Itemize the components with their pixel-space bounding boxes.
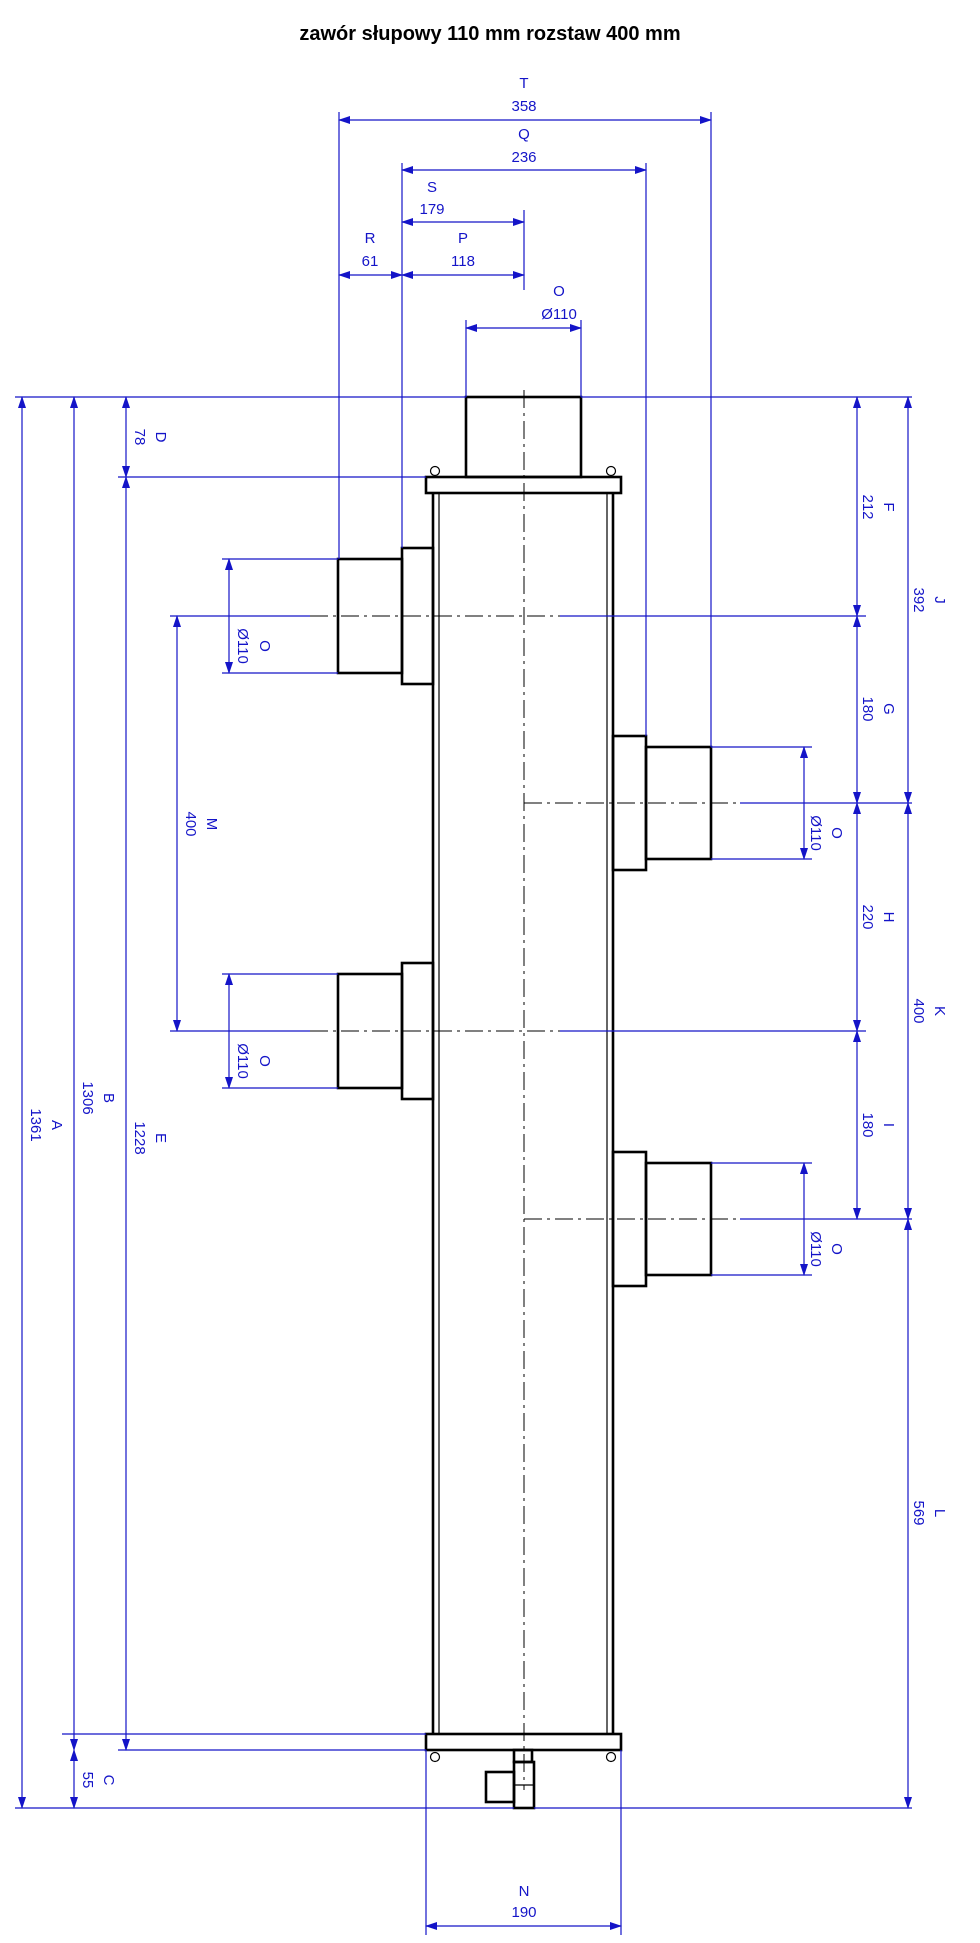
dimension-lines — [15, 112, 912, 1935]
dim-O-right2-letter: O — [828, 1243, 845, 1255]
dim-K-value: 400 — [910, 998, 927, 1023]
dim-O-top-letter: O — [553, 283, 565, 300]
dim-L-value: 569 — [910, 1500, 927, 1525]
dim-C-letter: C — [100, 1775, 117, 1786]
dim-O-left2-value: Ø110 — [234, 1043, 251, 1079]
dim-O-left2-letter: O — [256, 1055, 273, 1067]
dim-T-letter: T — [519, 75, 528, 92]
dim-L-letter: L — [931, 1509, 948, 1517]
dim-O-top-value: Ø110 — [541, 306, 577, 323]
dim-B-value: 1306 — [79, 1081, 96, 1114]
dim-D-letter: D — [152, 432, 169, 443]
dim-P-letter: P — [458, 230, 468, 247]
dim-M-value: 400 — [182, 811, 199, 836]
dim-G-letter: G — [880, 703, 897, 715]
dim-J-value: 392 — [910, 587, 927, 612]
dim-O-right2-value: Ø110 — [807, 1231, 824, 1267]
dim-O-right1-letter: O — [828, 827, 845, 839]
dim-I-letter: I — [880, 1123, 897, 1127]
dim-J-letter: J — [931, 596, 948, 604]
dim-O-left1-letter: O — [256, 640, 273, 652]
dim-G-value: 180 — [859, 696, 876, 721]
dim-F-value: 212 — [859, 494, 876, 519]
dim-K-letter: K — [931, 1006, 948, 1016]
dim-N-letter: N — [519, 1883, 530, 1900]
dim-O-left1-value: Ø110 — [234, 628, 251, 664]
dim-H-letter: H — [880, 912, 897, 923]
dim-N-value: 190 — [511, 1904, 536, 1921]
dim-D-value: 78 — [131, 429, 148, 446]
dim-A-letter: A — [48, 1120, 65, 1130]
dim-R-value: 61 — [362, 253, 379, 270]
dim-I-value: 180 — [859, 1112, 876, 1137]
dim-R-letter: R — [365, 230, 376, 247]
valve-body — [310, 390, 740, 1810]
dim-F-letter: F — [880, 502, 897, 511]
dim-O-right1-value: Ø110 — [807, 815, 824, 851]
drawing-title: zawór słupowy 110 mm rozstaw 400 mm — [299, 23, 680, 45]
dim-T-value: 358 — [511, 98, 536, 115]
dim-P-value: 118 — [451, 253, 475, 270]
dim-H-value: 220 — [859, 904, 876, 929]
dim-S-value: 179 — [419, 201, 444, 218]
dim-A-value: 1361 — [27, 1108, 44, 1141]
dim-B-letter: B — [100, 1093, 117, 1103]
dim-M-letter: M — [203, 818, 220, 831]
dim-S-letter: S — [427, 179, 437, 196]
dim-Q-letter: Q — [518, 126, 530, 143]
dim-E-letter: E — [152, 1133, 169, 1143]
dim-Q-value: 236 — [511, 149, 536, 166]
dim-E-value: 1228 — [131, 1121, 148, 1154]
dim-C-value: 55 — [79, 1772, 96, 1789]
dimension-labels: T 358 Q 236 S 179 R 61 P 118 O Ø110 A 13… — [27, 75, 948, 1921]
